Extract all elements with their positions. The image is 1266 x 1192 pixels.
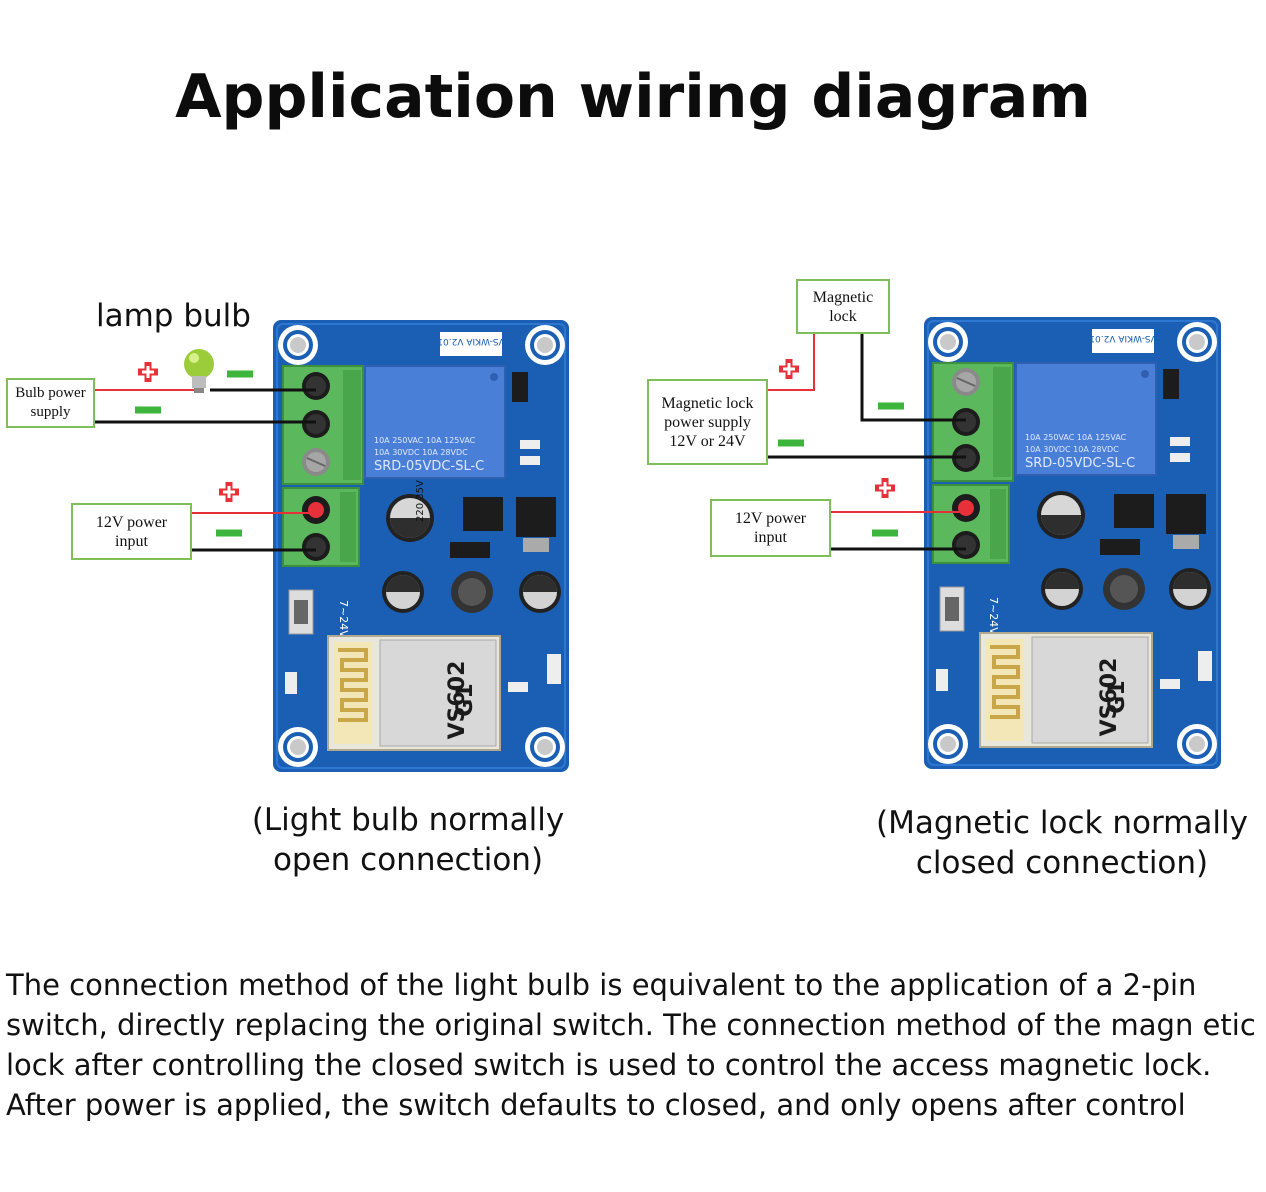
left-power-input-label: 12V power input [71,503,192,560]
svg-text:VS-WKIA V2.01: VS-WKIA V2.01 [437,336,504,346]
page-title: Application wiring diagram [175,62,1091,132]
left-caption: (Light bulb normally open connection) [251,802,565,878]
bulb-power-supply-label: Bulb power supply [6,378,95,428]
lamp-bulb-icon [184,349,214,393]
magnetic-lock-label: Magnetic lock [796,279,890,334]
left-relay [364,365,506,479]
left-relay-model: SRD-05VDC-SL-C [374,459,484,474]
right-relay [1015,362,1157,476]
magnetic-lock-power-label: Magnetic lock power supply 12V or 24V [647,379,768,465]
right-module-sub: G1 [1105,680,1130,713]
svg-text:10A 250VAC 10A 125VAC: 10A 250VAC 10A 125VAC [374,436,476,445]
right-module-name: VS602 [1097,658,1122,737]
right-power-input-label: 12V power input [710,499,831,557]
svg-text:10A 250VAC 10A 125VAC: 10A 250VAC 10A 125VAC [1025,433,1127,442]
svg-text:10A 30VDC 10A 28VDC: 10A 30VDC 10A 28VDC [374,448,468,457]
left-relay-board: VS-WKIA V2.01 10A 250VAC 10A 125VAC 10A … [273,320,569,772]
right-voltage-mark: 7~24V [987,597,1000,635]
right-relay-model: SRD-05VDC-SL-C [1025,456,1135,471]
left-voltage-mark: 7~24V [337,600,350,638]
left-wiring [94,349,316,552]
left-module-sub: G1 [453,683,478,716]
right-caption: (Magnetic lock normally closed connectio… [876,805,1248,881]
svg-text:10A 30VDC 10A 28VDC: 10A 30VDC 10A 28VDC [1025,445,1119,454]
right-relay-board: VS-WKIA V2.01 10A 250VAC 10A 125VAC 10A … [924,317,1221,769]
svg-text:VS-WKIA V2.01: VS-WKIA V2.01 [1089,333,1156,343]
svg-text:220 35V: 220 35V [415,480,426,522]
left-module-name: VS602 [445,661,470,740]
lamp-bulb-label: lamp bulb [96,298,251,334]
description-text: The connection method of the light bulb … [6,968,1256,1122]
right-wiring [767,334,966,551]
